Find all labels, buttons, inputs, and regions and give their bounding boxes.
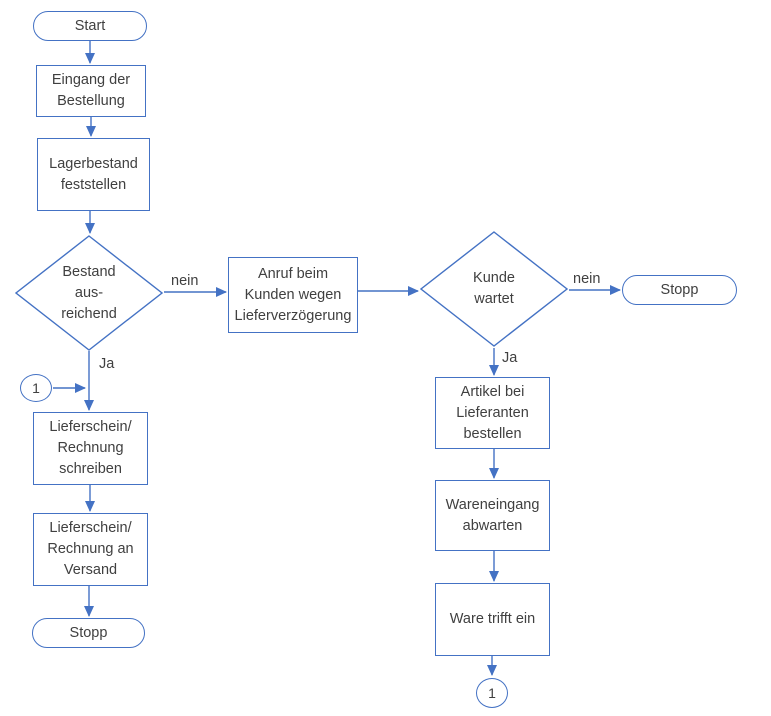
connector-1-unten-label: 1 xyxy=(488,684,496,701)
node-connector-1-unten: 1 xyxy=(476,678,508,708)
node-start: Start xyxy=(33,11,147,41)
node-wareneingang-abwarten: Wareneingang abwarten xyxy=(435,480,550,551)
node-lieferschein-schreiben: Lieferschein/ Rechnung schreiben xyxy=(33,412,148,485)
node-ware-trifft-ein: Ware trifft ein xyxy=(435,583,550,656)
edge-label-nein-kunde: nein xyxy=(573,271,601,287)
node-bestand-ausreichend: Bestand aus- reichend xyxy=(15,235,163,351)
edge-label-nein-bestand: nein xyxy=(171,273,199,289)
node-lieferschein-versand-label: Lieferschein/ Rechnung an Versand xyxy=(47,520,134,578)
node-lagerbestand-feststellen: Lagerbestand feststellen xyxy=(37,138,150,211)
edge-label-ja-kunde: Ja xyxy=(502,350,518,366)
node-lieferschein-versand: Lieferschein/ Rechnung an Versand xyxy=(33,513,148,586)
node-eingang-der-bestellung: Eingang der Bestellung xyxy=(36,65,146,117)
node-stopp-links-label: Stopp xyxy=(69,624,108,641)
node-connector-1-links: 1 xyxy=(20,374,52,402)
node-artikel-bestellen: Artikel bei Lieferanten bestellen xyxy=(435,377,550,449)
diamond-shape xyxy=(420,231,568,347)
node-bestand-label: Bestand aus- reichend xyxy=(61,263,117,322)
node-start-label: Start xyxy=(74,17,106,34)
node-anruf-label: Anruf beim Kunden wegen Lieferverzögerun… xyxy=(234,265,352,324)
node-kunde-wartet: Kunde wartet xyxy=(420,231,568,347)
node-wareneingang-label: Wareneingang abwarten xyxy=(445,496,540,534)
node-stopp-links: Stopp xyxy=(32,618,145,648)
edge-label-ja-bestand: Ja xyxy=(99,356,115,372)
node-kunde-label: Kunde wartet xyxy=(473,270,515,307)
node-lieferschein-schreiben-label: Lieferschein/ Rechnung schreiben xyxy=(49,419,132,477)
diamond-shape xyxy=(15,235,163,351)
node-ware-label: Ware trifft ein xyxy=(449,611,536,627)
node-lagerbestand-label: Lagerbestand feststellen xyxy=(49,155,138,193)
node-eingang-label: Eingang der Bestellung xyxy=(51,72,131,109)
node-stopp-rechts: Stopp xyxy=(622,275,737,305)
node-anruf-beim-kunden: Anruf beim Kunden wegen Lieferverzögerun… xyxy=(228,257,358,333)
connector-1-links-label: 1 xyxy=(32,379,40,396)
node-stopp-rechts-label: Stopp xyxy=(660,281,699,298)
node-artikel-label: Artikel bei Lieferanten bestellen xyxy=(456,383,529,442)
